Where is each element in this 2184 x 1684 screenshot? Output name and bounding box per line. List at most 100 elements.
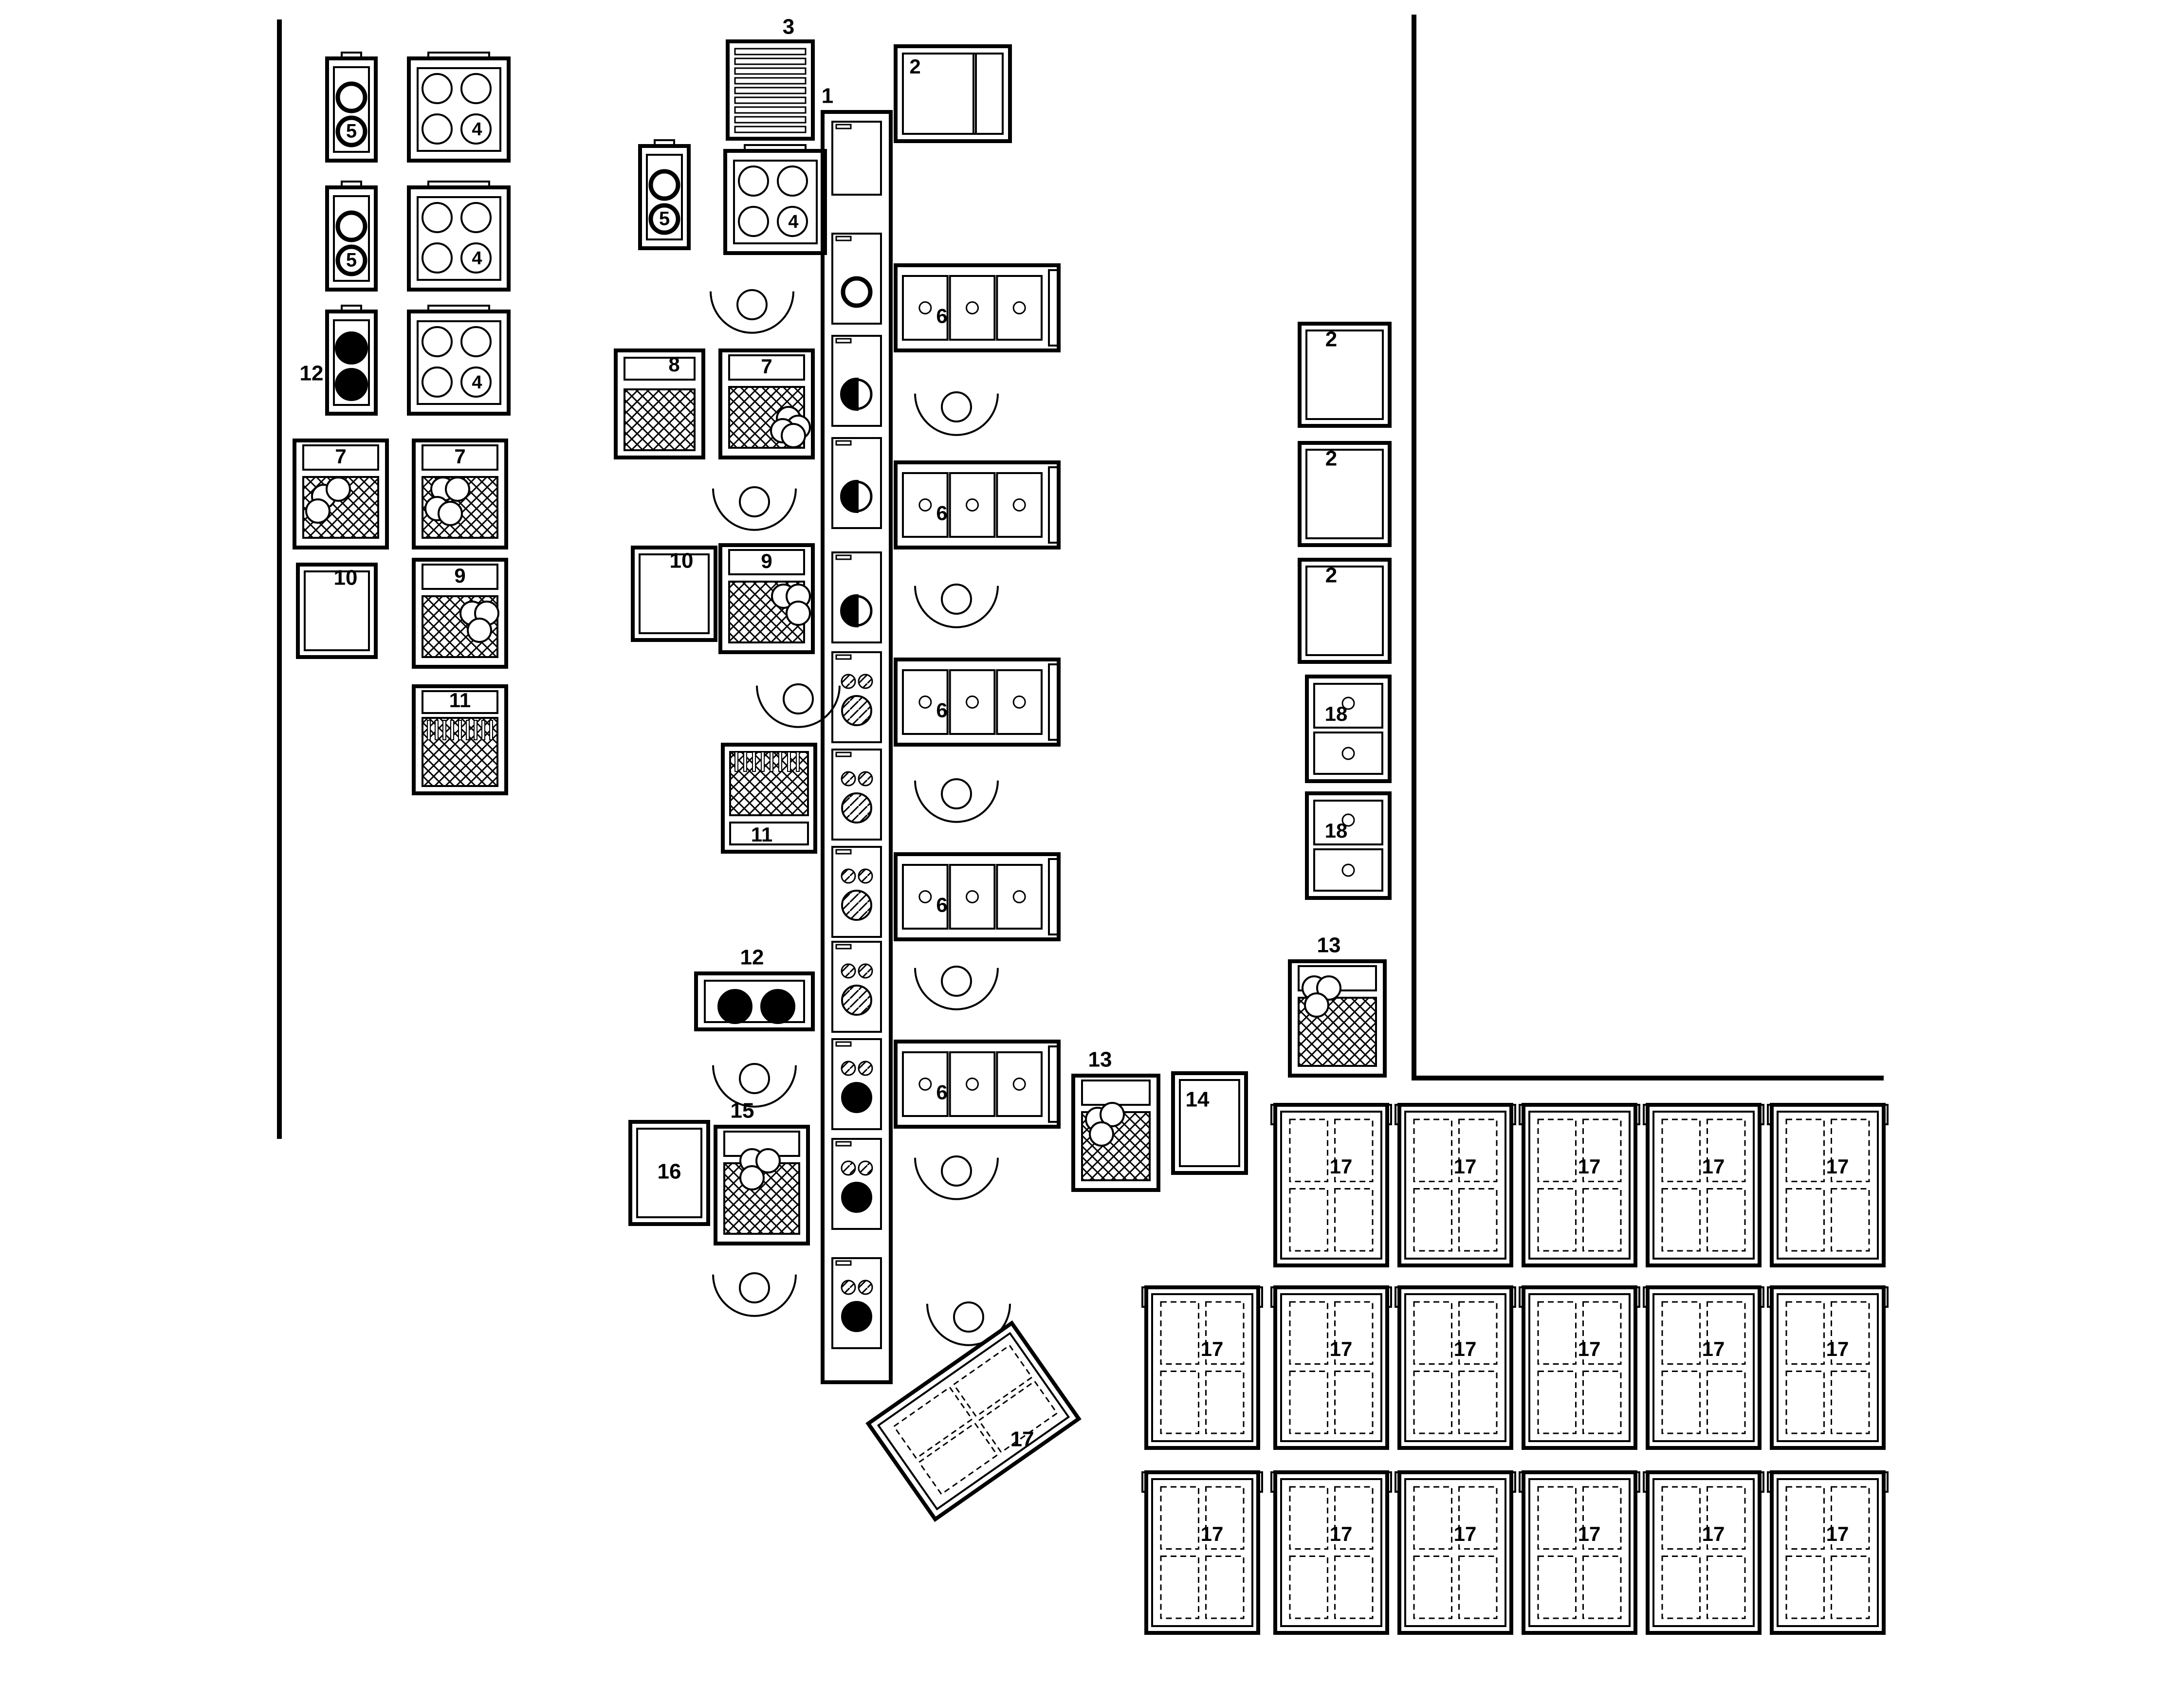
trolley-inner: [1280, 1111, 1382, 1260]
fryer-unit: [412, 558, 508, 669]
shelf: [734, 48, 807, 55]
plain-unit: [1298, 558, 1392, 664]
shelf-outline: [953, 1344, 1033, 1418]
fryer-unit: [718, 348, 815, 459]
shelf-outline: [1413, 1371, 1452, 1434]
control-panel: [302, 444, 379, 471]
shelf-outline: [1582, 1371, 1622, 1434]
side-rail: [1048, 269, 1060, 347]
unit-18: [1305, 791, 1392, 900]
label-n17: 17: [1702, 1337, 1725, 1360]
side-rail: [1048, 1045, 1060, 1123]
label-n18: 18: [1325, 819, 1348, 842]
spine-module: [831, 121, 882, 196]
shelf-outline: [1831, 1188, 1870, 1252]
rack-bar: [796, 751, 800, 772]
shelf-outline: [1785, 1188, 1825, 1252]
control-panel: [422, 444, 498, 471]
indicator: [835, 849, 852, 855]
rack-bar: [778, 751, 782, 772]
unit-18: [1305, 675, 1392, 783]
indicator: [835, 751, 852, 757]
door-swing-arc: [914, 1157, 999, 1200]
trolley-frame: [1522, 1285, 1637, 1450]
shelf-outline: [1205, 1371, 1245, 1434]
solid-plate: [717, 989, 752, 1024]
indicator: [835, 654, 852, 660]
label-n7: 7: [454, 445, 465, 468]
castor: [1643, 1104, 1649, 1125]
operator-position: [941, 966, 972, 997]
castor: [1395, 1286, 1400, 1308]
hotplate: [777, 206, 808, 237]
drawer: [1313, 800, 1383, 845]
hatched-area: [624, 388, 696, 451]
castor: [1767, 1471, 1773, 1493]
castor: [1767, 1104, 1773, 1125]
rotated-trolley: [865, 1320, 1082, 1522]
label-n7: 7: [761, 355, 772, 378]
trolley-inner: [1652, 1293, 1755, 1442]
drain: [966, 890, 979, 903]
shelf: [734, 116, 807, 124]
shelf-outline: [977, 1380, 1058, 1453]
label-n6: 6: [936, 305, 947, 328]
grill-grid: [729, 751, 809, 816]
shelf-outline: [1537, 1371, 1577, 1434]
plain-unit: [296, 563, 378, 659]
solid-plate: [335, 331, 368, 365]
shelf-outline: [1413, 1301, 1452, 1365]
operator-position: [941, 1155, 972, 1187]
burner-inner: [333, 319, 370, 406]
shelf: [734, 96, 807, 104]
plain-inner: [1305, 566, 1384, 656]
label-n6: 6: [936, 894, 947, 916]
ring-burner: [335, 244, 367, 276]
small-plate: [858, 1280, 873, 1295]
plain-inner: [304, 570, 370, 651]
handle: [427, 181, 490, 188]
castor: [1634, 1286, 1640, 1308]
unit-8: [614, 348, 705, 459]
trolley-inner: [1151, 1478, 1253, 1627]
range-unit: [407, 185, 511, 292]
rack-bar: [481, 720, 485, 740]
plain-inner: [636, 1128, 702, 1218]
small-plate: [858, 1160, 873, 1176]
ring-burner: [648, 169, 680, 201]
large-plate: [841, 1301, 872, 1332]
castor: [1257, 1286, 1263, 1308]
label-n7: 7: [335, 445, 346, 468]
shelf-outline: [1458, 1118, 1498, 1182]
indicator: [835, 1041, 852, 1047]
plain-unit: [628, 1120, 710, 1226]
shelf-outline: [1785, 1556, 1825, 1619]
door-swing-arc: [914, 393, 999, 436]
label-n13: 13: [1317, 934, 1341, 957]
small-plate: [858, 674, 873, 689]
trolley-inner: [1652, 1478, 1755, 1627]
castor: [1643, 1286, 1649, 1308]
operator-position: [783, 683, 814, 714]
castor: [1767, 1286, 1773, 1308]
castor: [1883, 1104, 1889, 1125]
plain-inner: [1305, 329, 1384, 420]
basket: [1316, 975, 1341, 1001]
shelf-outline: [1205, 1486, 1245, 1550]
spine-module: [831, 437, 882, 529]
basket: [467, 618, 492, 643]
fryer-unit: [1071, 1074, 1160, 1192]
label-n6: 6: [936, 1081, 947, 1104]
castor: [1510, 1471, 1516, 1493]
shelf-outline: [1289, 1371, 1328, 1434]
rack-bar: [427, 720, 431, 740]
rack-bar: [442, 720, 446, 740]
label-n11: 11: [449, 689, 471, 712]
door-swing-arc: [712, 1065, 797, 1108]
control-panel: [422, 564, 498, 590]
rack-bar: [466, 720, 470, 740]
drawer: [1313, 848, 1383, 892]
hotplate: [460, 366, 492, 398]
side-rail: [1048, 663, 1060, 741]
